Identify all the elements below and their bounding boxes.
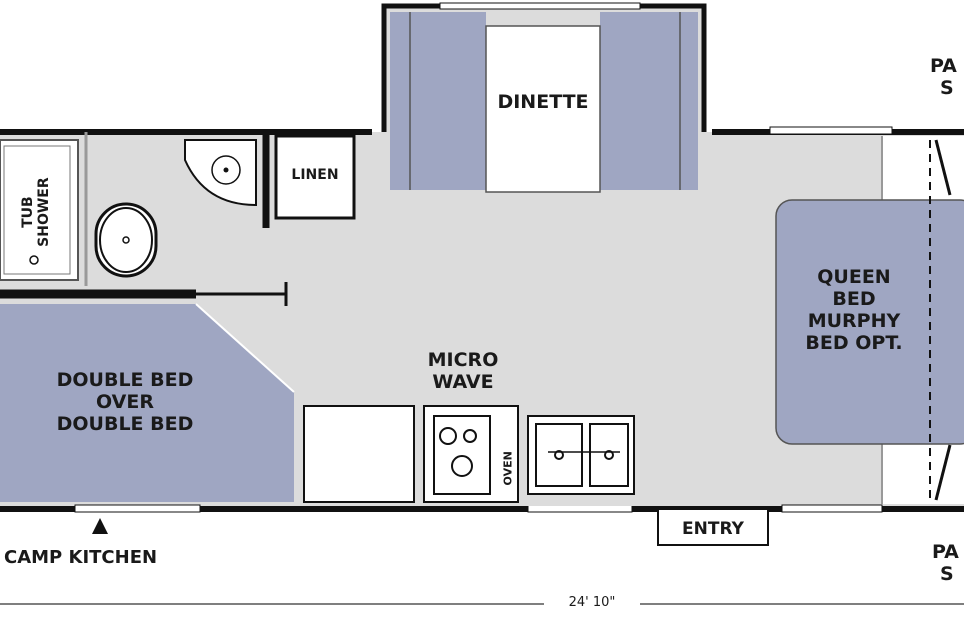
burner-3	[451, 455, 473, 477]
tub-shower-label: TUB SHOWER	[20, 152, 52, 272]
entry-label: ENTRY	[682, 519, 744, 539]
microwave-line-2: WAVE	[432, 370, 494, 393]
pantry-top-line-1: PA	[930, 55, 957, 77]
tub-label-line-1: TUB	[19, 196, 36, 228]
pantry-bottom-line-2: S	[940, 562, 954, 585]
bunk-angle-wall	[195, 303, 295, 393]
double-bed-line-3: DOUBLE BED	[56, 412, 194, 435]
toilet-bowl	[99, 207, 153, 273]
closet-door-bottom	[934, 444, 952, 501]
queen-bed	[775, 199, 964, 445]
range-label: OVEN	[501, 451, 515, 486]
sink-drain-left	[554, 450, 564, 460]
queen-bed-line-1: QUEEN	[817, 266, 891, 288]
dinette-bench-left	[390, 12, 486, 190]
queen-bed-line-2: BED	[832, 287, 876, 310]
camp-kitchen-marker	[92, 518, 108, 534]
fridge	[303, 405, 415, 503]
burner-2	[463, 429, 477, 443]
tub-inner	[3, 145, 71, 275]
bottom-window-right	[781, 504, 883, 513]
bottom-window-left	[74, 504, 201, 513]
queen-bed-line-3: MURPHY	[807, 309, 901, 332]
double-bed-line-1: DOUBLE BED	[56, 369, 194, 391]
bottom-window-mid	[527, 504, 633, 513]
top-window	[769, 126, 893, 135]
sink-bowl-right	[589, 423, 629, 487]
toilet-drain	[122, 236, 130, 244]
dinette-bench-right	[600, 12, 698, 190]
microwave-line-1: MICRO	[427, 349, 499, 371]
sink-drain	[223, 167, 229, 173]
camp-kitchen-label: CAMP KITCHEN	[4, 547, 158, 568]
entry-step	[657, 508, 769, 546]
double-bed-label: DOUBLE BED OVER DOUBLE BED	[0, 369, 250, 436]
sink-bowl-left	[535, 423, 583, 487]
dinette-table	[485, 25, 601, 193]
double-bunk	[0, 304, 294, 502]
tub-drain	[29, 255, 39, 265]
sink-drain-right	[604, 450, 614, 460]
burner-1	[439, 427, 457, 445]
linen-cabinet	[274, 134, 356, 220]
closet-door-top	[934, 139, 952, 196]
queen-bed-line-4: BED OPT.	[805, 331, 903, 354]
pantry-label-top: PA S	[930, 55, 964, 100]
pantry-label-bottom: PA S	[932, 541, 964, 586]
dinette-label: DINETTE	[497, 91, 589, 113]
tub-label-line-2: SHOWER	[36, 177, 52, 247]
pantry-bottom-line-1: PA	[932, 541, 959, 563]
pantry-top-line-2: S	[940, 76, 954, 99]
double-bed-line-2: OVER	[96, 390, 154, 413]
microwave-label: MICRO WAVE	[410, 349, 516, 394]
queen-bed-label: QUEEN BED MURPHY BED OPT.	[786, 266, 922, 354]
dimension-label: 24' 10"	[568, 595, 616, 610]
tub-shower	[0, 139, 79, 281]
linen-label: LINEN	[291, 167, 339, 183]
dinette-window	[439, 2, 641, 10]
